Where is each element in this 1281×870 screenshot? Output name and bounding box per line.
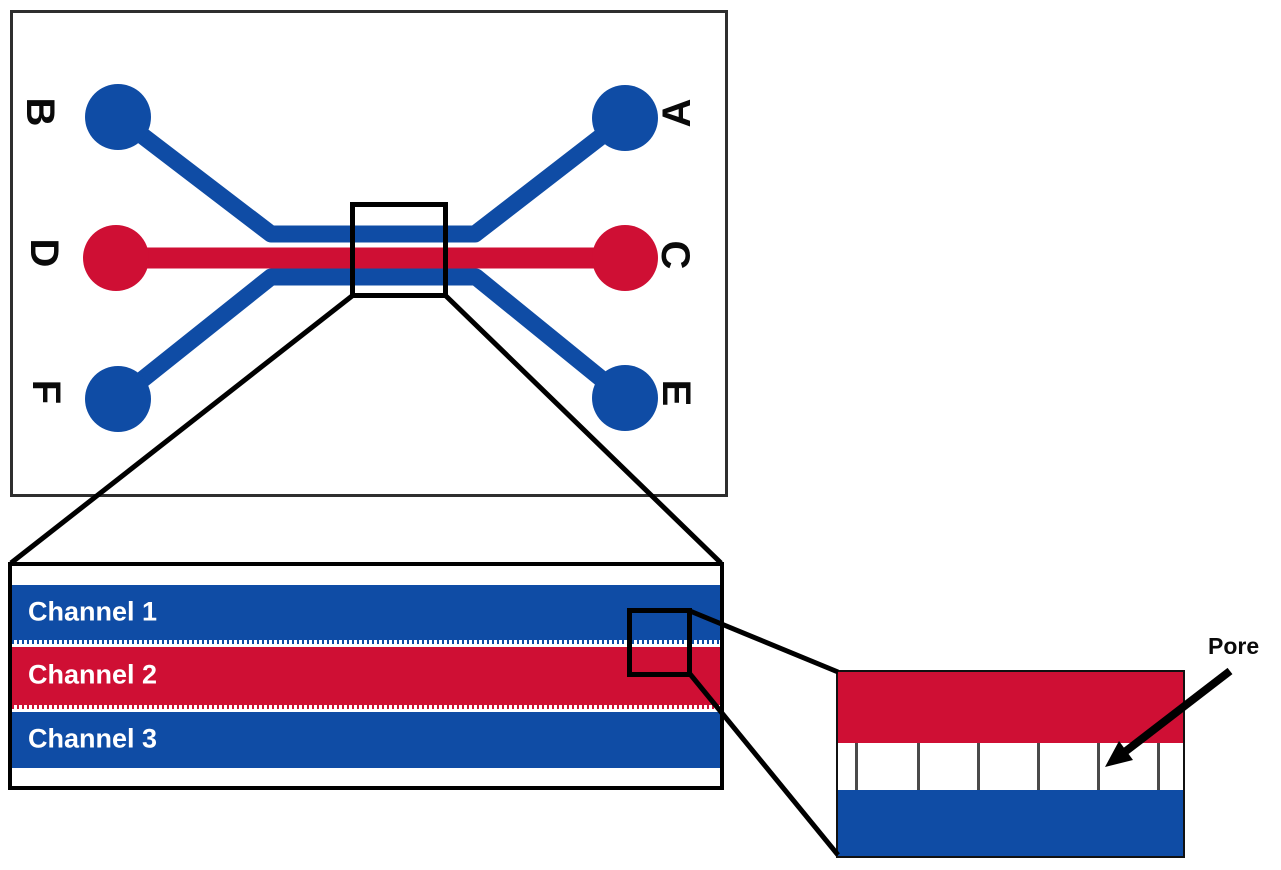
port-label-a: A: [655, 98, 699, 128]
channel-3-band: Channel 3: [12, 712, 720, 768]
pore-view-blue-channel: [838, 790, 1183, 856]
channel-1-band: Channel 1: [12, 585, 720, 640]
port-e-circle: [592, 365, 658, 431]
zoom-region-square-membrane: [627, 608, 692, 677]
channel-detail-panel: Channel 1 Channel 2 Channel 3: [8, 562, 724, 790]
pore-label: Pore: [1208, 633, 1260, 659]
channel-2-label: Channel 2: [28, 659, 158, 690]
pore-wall: [917, 743, 920, 790]
port-d-circle: [83, 225, 149, 291]
chip-schematic-panel: B A D C F E: [10, 10, 728, 497]
port-label-f: F: [24, 379, 68, 405]
channel-path-b-a: [112, 110, 631, 243]
channel-1-label: Channel 1: [28, 595, 158, 626]
pore-detail-panel: [836, 670, 1185, 858]
port-c-circle: [592, 225, 658, 291]
channel-3-label: Channel 3: [28, 723, 158, 754]
membrane-separator-top: [12, 640, 720, 647]
pore-wall: [1097, 743, 1100, 790]
port-label-e: E: [654, 379, 698, 407]
port-label-b: B: [18, 97, 62, 127]
membrane-pore-ticks: [12, 705, 720, 709]
membrane-separator-bottom: [12, 705, 720, 712]
port-label-d: D: [22, 238, 66, 268]
pore-membrane-band: [838, 743, 1183, 790]
pore-wall: [855, 743, 858, 790]
pore-wall: [1037, 743, 1040, 790]
membrane-pore-ticks: [12, 640, 720, 644]
channel-2-band: Channel 2: [12, 647, 720, 705]
pore-view-red-channel: [838, 672, 1183, 743]
port-f-circle: [85, 366, 151, 432]
port-a-circle: [592, 85, 658, 151]
pore-wall: [977, 743, 980, 790]
pore-wall: [1157, 743, 1160, 790]
zoom-region-square-chip: [350, 202, 448, 298]
port-b-circle: [85, 84, 151, 150]
port-label-c: C: [653, 240, 697, 270]
